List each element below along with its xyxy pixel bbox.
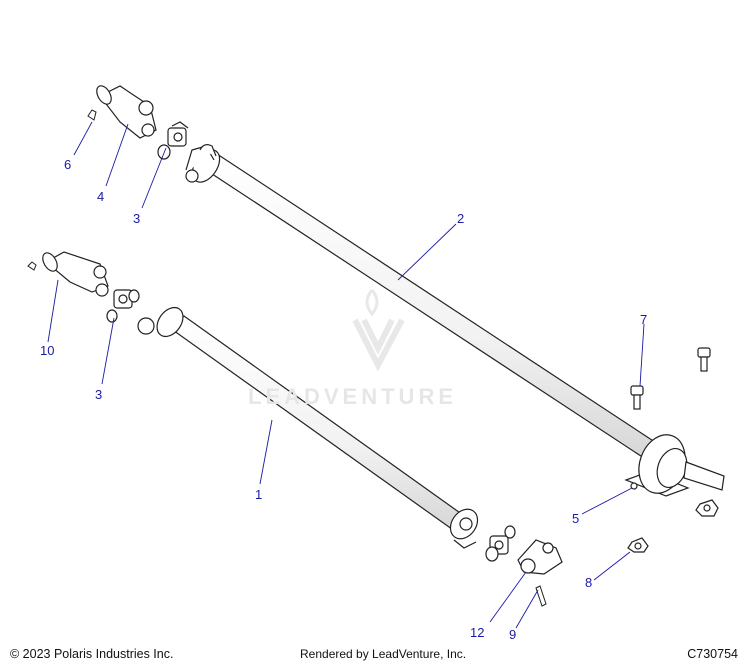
callout-3-upper[interactable]: 3 [133,211,141,226]
watermark-logo [352,289,405,372]
shaft-1 [137,306,479,549]
u-joint-3-upper [157,121,189,160]
yoke-4 [96,85,157,139]
callout-12[interactable]: 12 [470,625,485,640]
callout-10[interactable]: 10 [40,343,55,358]
yoke-10 [42,251,109,297]
bolt-upper-right [697,347,711,372]
callout-8[interactable]: 8 [585,575,593,590]
watermark-text: LEADVENTURE [248,384,458,409]
grease-fitting-6 [87,109,97,121]
bolt-7 [630,385,644,410]
u-joint-3-lower [106,289,140,323]
copyright-text: © 2023 Polaris Industries Inc. [10,647,174,661]
callout-6[interactable]: 6 [64,157,72,172]
u-joint-lower-right [485,525,516,562]
yoke-12 [517,539,563,575]
leader-lines [47,121,645,629]
callout-2[interactable]: 2 [457,211,465,226]
diagram-id: C730754 [687,647,738,661]
nut-8 [627,537,649,553]
callout-9[interactable]: 9 [509,627,517,642]
shaft-2 [185,144,665,463]
nut-lower-right [695,499,719,517]
callout-1[interactable]: 1 [255,487,263,502]
callout-7[interactable]: 7 [640,312,648,327]
callout-3-lower[interactable]: 3 [95,387,103,402]
rendered-by-text: Rendered by LeadVenture, Inc. [300,647,467,661]
carrier-bearing-5 [624,434,725,497]
grease-fitting-10 [27,261,37,271]
callout-5[interactable]: 5 [572,511,580,526]
roll-pin-9 [535,585,547,607]
callout-4[interactable]: 4 [97,189,105,204]
